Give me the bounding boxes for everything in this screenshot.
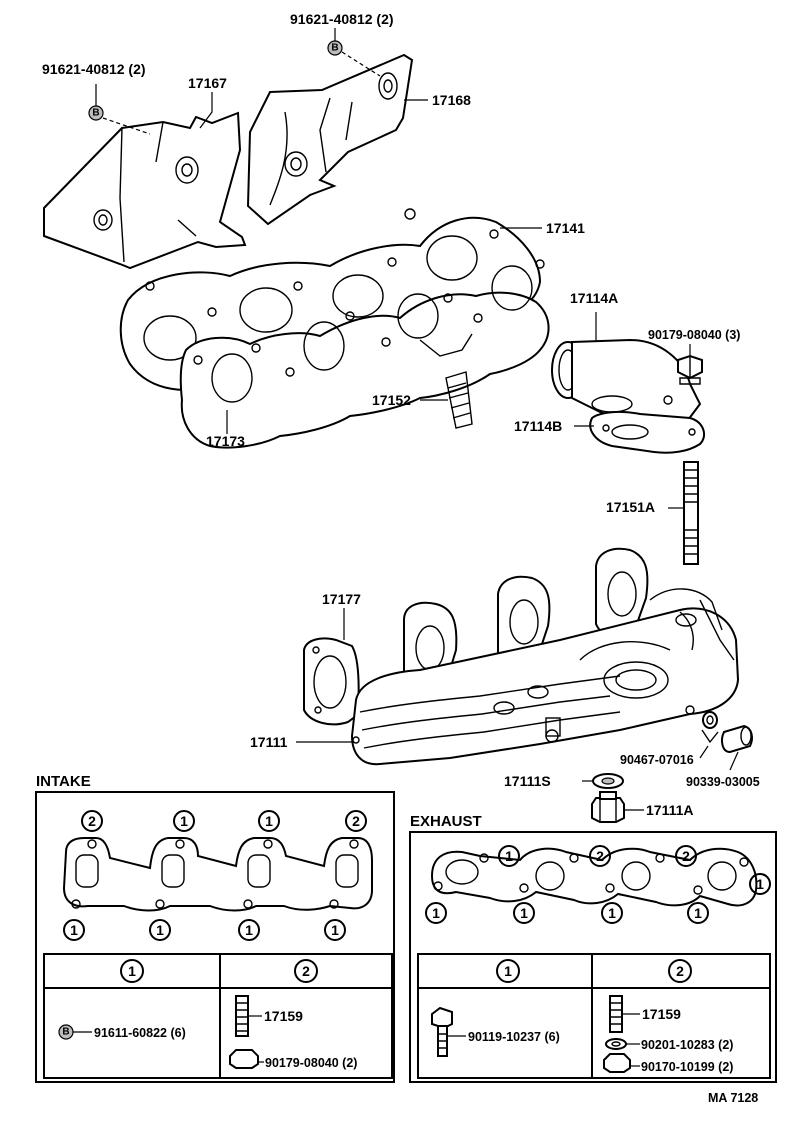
- intake-panel: INTAKE 2 1 1 2 1 1 1 1 1 2 B 91611-60822…: [35, 773, 395, 1083]
- callout-bolt-b-left: 91621-40812 (2): [42, 61, 146, 77]
- svg-text:B: B: [92, 108, 99, 119]
- exhaust-col2-stud: 17159: [642, 1006, 681, 1022]
- callout-17114B: 17114B: [514, 418, 562, 434]
- callout-17167: 17167: [188, 75, 227, 91]
- plug-90339-03005: [721, 724, 753, 754]
- heat-insulator-lh: [43, 111, 247, 270]
- intake-col2-header: 2: [302, 963, 310, 979]
- manifold-17111: [350, 547, 740, 766]
- intake-col1-part: 91611-60822 (6): [94, 1026, 186, 1040]
- exhaust-col2-nut: 90170-10199 (2): [641, 1060, 733, 1074]
- callout-17111S: 17111S: [504, 773, 551, 789]
- callout-17177: 17177: [322, 591, 361, 607]
- callout-90179-08040: 90179-08040 (3): [648, 328, 740, 342]
- svg-text:2: 2: [88, 813, 96, 829]
- svg-text:1: 1: [180, 813, 188, 829]
- exhaust-panel: EXHAUST 1 2 2 1 1 1 1 1 1 2 90119-10237 …: [409, 813, 777, 1083]
- svg-text:1: 1: [505, 848, 513, 864]
- intake-col1-header: 1: [128, 963, 136, 979]
- callout-17114A: 17114A: [570, 290, 618, 306]
- exhaust-col2-header: 2: [676, 963, 684, 979]
- diagram-code: MA 7128: [708, 1091, 758, 1105]
- callout-17141: 17141: [546, 220, 585, 236]
- clip-90467-07016: [701, 711, 719, 744]
- callout-90339-03005: 90339-03005: [686, 775, 760, 789]
- svg-text:1: 1: [756, 876, 764, 892]
- union-17111A: [591, 791, 625, 823]
- svg-text:2: 2: [352, 813, 360, 829]
- svg-text:2: 2: [596, 848, 604, 864]
- exhaust-col1-part: 90119-10237 (6): [468, 1030, 560, 1044]
- callout-17111: 17111: [250, 734, 288, 750]
- callout-17151A: 17151A: [606, 499, 655, 515]
- svg-text:1: 1: [70, 922, 78, 938]
- manifold-gasket-17173: [179, 259, 550, 449]
- stud-17151A: [683, 461, 699, 565]
- exhaust-col1-header: 1: [504, 963, 512, 979]
- intake-col2-nut: 90179-08040 (2): [265, 1056, 357, 1070]
- svg-text:1: 1: [520, 905, 528, 921]
- svg-text:B: B: [331, 43, 338, 54]
- exhaust-title: EXHAUST: [410, 813, 482, 830]
- intake-title: INTAKE: [36, 773, 91, 790]
- intake-col2-stud: 17159: [264, 1008, 303, 1024]
- intake-gasket-17177: [303, 637, 360, 726]
- washer-17111S: [592, 773, 624, 789]
- stud-17152: [445, 371, 473, 429]
- callout-17152: 17152: [372, 392, 411, 408]
- exhaust-col2-washer: 90201-10283 (2): [641, 1038, 733, 1052]
- leader-lines: [199, 92, 739, 811]
- outlet-gasket-17114B: [589, 410, 706, 454]
- svg-text:1: 1: [694, 905, 702, 921]
- svg-text:1: 1: [608, 905, 616, 921]
- svg-text:B: B: [62, 1027, 69, 1038]
- callout-17173: 17173: [206, 433, 245, 449]
- callout-bolt-b-top: 91621-40812 (2): [290, 11, 394, 27]
- svg-text:1: 1: [156, 922, 164, 938]
- callout-90467-07016: 90467-07016: [620, 753, 694, 767]
- svg-text:1: 1: [265, 813, 273, 829]
- callout-17111A: 17111A: [646, 802, 694, 818]
- bolt-b-marker-top: B: [327, 28, 381, 77]
- heat-insulator-rh: [246, 53, 414, 226]
- bolt-b-marker-left: B: [88, 84, 151, 135]
- svg-text:1: 1: [432, 905, 440, 921]
- svg-text:2: 2: [682, 848, 690, 864]
- svg-text:1: 1: [245, 922, 253, 938]
- callout-17168: 17168: [432, 92, 471, 108]
- svg-text:1: 1: [331, 922, 339, 938]
